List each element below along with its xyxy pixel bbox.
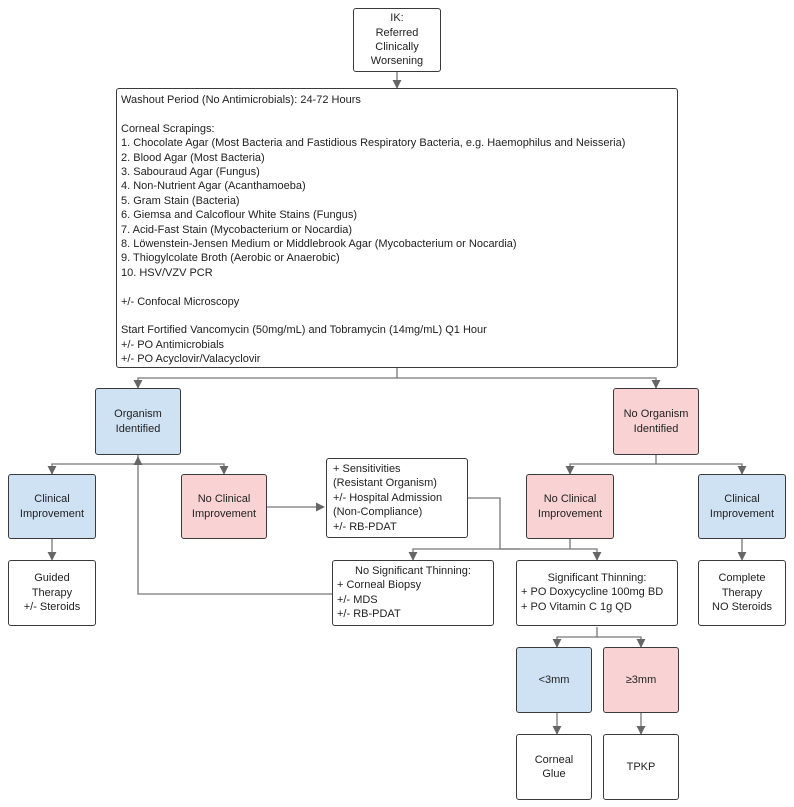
node-label: +/- Steroids — [23, 601, 81, 614]
workup-box: Washout Period (No Antimicrobials): 24-7… — [116, 88, 678, 368]
node-label: Identified — [633, 422, 679, 435]
node-label: ≥3mm — [625, 673, 657, 686]
node-label: Therapy — [721, 586, 763, 599]
guided-therapy-node: Guided Therapy +/- Steroids — [8, 560, 96, 626]
start-line: Clinically — [375, 41, 419, 53]
connector-organism-to-left-no-improve — [138, 463, 229, 475]
connector-main-to-no-organism — [397, 377, 661, 389]
scrapings-title: Corneal Scrapings: — [121, 122, 215, 135]
start-line: IK: — [390, 12, 404, 25]
connector-thinning-to-lt3 — [552, 627, 598, 648]
node-label: Identified — [115, 422, 161, 435]
start-treatment-text: +/- PO Acyclovir/Valacyclovir — [121, 353, 261, 366]
node-label: No Clinical — [543, 493, 597, 506]
left-clinical-improvement-node: Clinical Improvement — [8, 474, 96, 539]
spacer — [121, 107, 673, 121]
thinning-line: + PO Vitamin C 1g QD — [521, 600, 632, 613]
right-no-clinical-improvement-node: No Clinical Improvement — [526, 474, 614, 539]
left-no-clinical-improvement-node: No Clinical Improvement — [181, 474, 267, 539]
node-label: <3mm — [538, 673, 570, 686]
scraping-item: 8. Löwenstein-Jensen Medium or Middlebro… — [121, 238, 517, 251]
spacer — [121, 309, 673, 323]
no-significant-thinning-box: No Significant Thinning: + Corneal Biops… — [332, 560, 494, 626]
no-thinning-title: No Significant Thinning: — [355, 565, 471, 577]
complete-therapy-node: Complete Therapy NO Steroids — [698, 560, 786, 626]
connector-no-organism-to-right-no-improve — [565, 455, 657, 475]
node-label: Clinical — [724, 493, 760, 506]
node-label: Corneal — [534, 753, 574, 766]
no-thinning-line: +/- RB-PDAT — [337, 608, 401, 621]
start-line: Worsening — [370, 55, 424, 68]
connector-sensitivities-to-merge — [468, 497, 520, 550]
connector-main-to-organism — [133, 368, 398, 389]
node-label: Guided — [34, 572, 70, 585]
scraping-item: 5. Gram Stain (Bacteria) — [121, 194, 240, 207]
node-label: Organism — [114, 408, 162, 421]
node-label: Improvement — [191, 507, 257, 520]
thinning-line: + PO Doxycycline 100mg BD — [521, 586, 664, 599]
thinning-title: Significant Thinning: — [547, 572, 647, 584]
scraping-item: 9. Thiogylcolate Broth (Aerobic or Anaer… — [121, 252, 340, 265]
start-treatment-text: +/- PO Antimicrobials — [121, 338, 225, 351]
lt3mm-node: <3mm — [516, 647, 592, 713]
connector-merge-to-thinning — [520, 548, 602, 561]
connector-thinning-to-ge3 — [597, 636, 646, 648]
tpkp-node: TPKP — [603, 734, 679, 800]
scraping-item: 2. Blood Agar (Most Bacteria) — [121, 151, 265, 164]
confocal-text: +/- Confocal Microscopy — [121, 295, 240, 308]
ge3mm-node: ≥3mm — [603, 647, 679, 713]
corneal-glue-node: Corneal Glue — [516, 734, 592, 800]
sensitivities-line: (Non-Compliance) — [333, 506, 423, 519]
significant-thinning-box: Significant Thinning: + PO Doxycycline 1… — [516, 560, 678, 626]
washout-text: Washout Period (No Antimicrobials): 24-7… — [121, 94, 361, 106]
node-label: Improvement — [709, 507, 775, 520]
sensitivities-line: (Resistant Organism) — [333, 477, 437, 490]
node-label: NO Steroids — [712, 601, 772, 614]
start-node-ik-referred: IK: Referred Clinically Worsening — [353, 8, 441, 72]
scraping-item: 6. Giemsa and Calcoflour White Stains (F… — [121, 209, 357, 222]
sensitivities-box: + Sensitivities (Resistant Organism) +/-… — [326, 458, 468, 538]
no-thinning-line: +/- MDS — [337, 593, 378, 606]
scraping-item: 3. Sabouraud Agar (Fungus) — [121, 166, 260, 179]
no-organism-identified-node: No Organism Identified — [613, 388, 699, 455]
scraping-item: 7. Acid-Fast Stain (Mycobacterium or Noc… — [121, 223, 353, 236]
node-label: Therapy — [31, 586, 73, 599]
node-label: No Organism — [623, 408, 689, 421]
sensitivities-line: +/- RB-PDAT — [333, 520, 397, 533]
no-thinning-line: + Corneal Biopsy — [337, 579, 422, 592]
right-clinical-improvement-node: Clinical Improvement — [698, 474, 786, 539]
node-label: Improvement — [537, 507, 603, 520]
spacer — [121, 280, 673, 294]
node-label: Complete — [718, 572, 766, 585]
node-label: Clinical — [34, 493, 70, 506]
node-label: No Clinical — [197, 493, 251, 506]
connector-no-organism-to-right-improve — [656, 463, 747, 475]
node-label: Improvement — [19, 507, 85, 520]
start-treatment-text: Start Fortified Vancomycin (50mg/mL) and… — [121, 324, 487, 337]
connector-merge-to-no-thinning — [408, 548, 520, 561]
start-line: Referred — [375, 26, 419, 39]
node-label: TPKP — [626, 760, 656, 773]
connector-no-thinning-to-organism — [133, 456, 332, 595]
sensitivities-line: +/- Hospital Admission — [333, 491, 443, 504]
scraping-item: 1. Chocolate Agar (Most Bacteria and Fas… — [121, 137, 626, 150]
scraping-item: 10. HSV/VZV PCR — [121, 266, 213, 279]
node-label: Glue — [542, 768, 566, 780]
sensitivities-line: + Sensitivities — [333, 463, 401, 475]
connector-organism-to-left-improve — [47, 455, 139, 475]
organism-identified-node: Organism Identified — [95, 388, 181, 455]
scraping-item: 4. Non-Nutrient Agar (Acanthamoeba) — [121, 180, 306, 193]
